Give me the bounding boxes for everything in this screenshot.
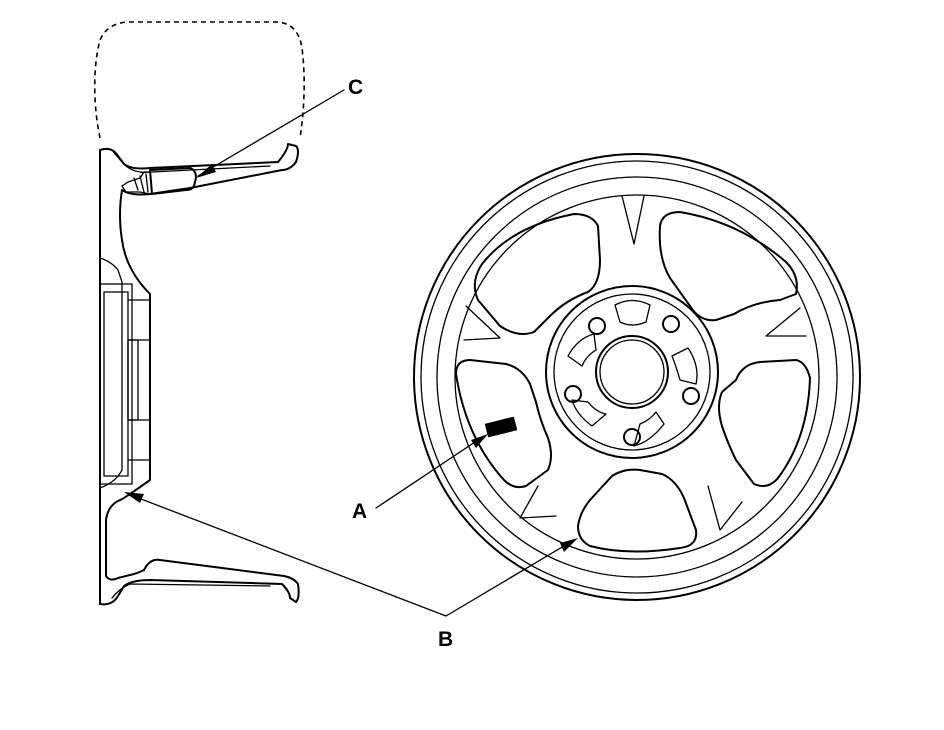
arrow-c xyxy=(196,164,216,178)
lug-hole xyxy=(588,317,606,335)
face-outer xyxy=(454,194,820,560)
window-top-right xyxy=(658,211,798,322)
lug-hole xyxy=(623,428,641,446)
tire-rim-outer xyxy=(413,153,861,601)
hub-ring xyxy=(553,293,711,451)
side-view-wheel xyxy=(93,21,305,606)
arrow-a xyxy=(471,434,488,448)
front-view-wheel xyxy=(413,153,861,601)
window-left xyxy=(455,359,552,489)
window-bottom xyxy=(577,468,698,553)
tire-outline xyxy=(93,21,305,139)
hub-section xyxy=(99,257,151,489)
spoke-windows xyxy=(455,211,811,553)
arrow-b-left xyxy=(124,492,144,503)
lower-rim-inner xyxy=(111,583,271,599)
leader-b xyxy=(127,493,575,617)
marker-a xyxy=(484,416,518,438)
hub-outer xyxy=(545,285,719,459)
wheel-face-inner xyxy=(105,189,151,581)
spoke-grooves xyxy=(463,195,807,531)
leader-a xyxy=(375,435,485,509)
window-right xyxy=(718,359,811,487)
lower-rim-flange xyxy=(99,558,300,606)
rim-edge-inner xyxy=(436,176,838,578)
center-bore xyxy=(595,335,669,409)
arrow-b-right xyxy=(560,538,578,552)
label-c: C xyxy=(348,76,363,99)
lug-hole xyxy=(662,315,680,333)
label-a: A xyxy=(352,500,367,523)
leader-c xyxy=(197,89,345,177)
callouts xyxy=(124,89,578,617)
hub-pockets xyxy=(567,299,698,447)
center-bore-inner xyxy=(599,339,665,405)
label-b: B xyxy=(438,628,453,651)
rim-edge xyxy=(420,160,854,594)
window-top-left xyxy=(473,213,601,335)
valve-sensor xyxy=(121,167,197,195)
lug-hole xyxy=(682,387,700,405)
lug-holes xyxy=(564,315,700,446)
